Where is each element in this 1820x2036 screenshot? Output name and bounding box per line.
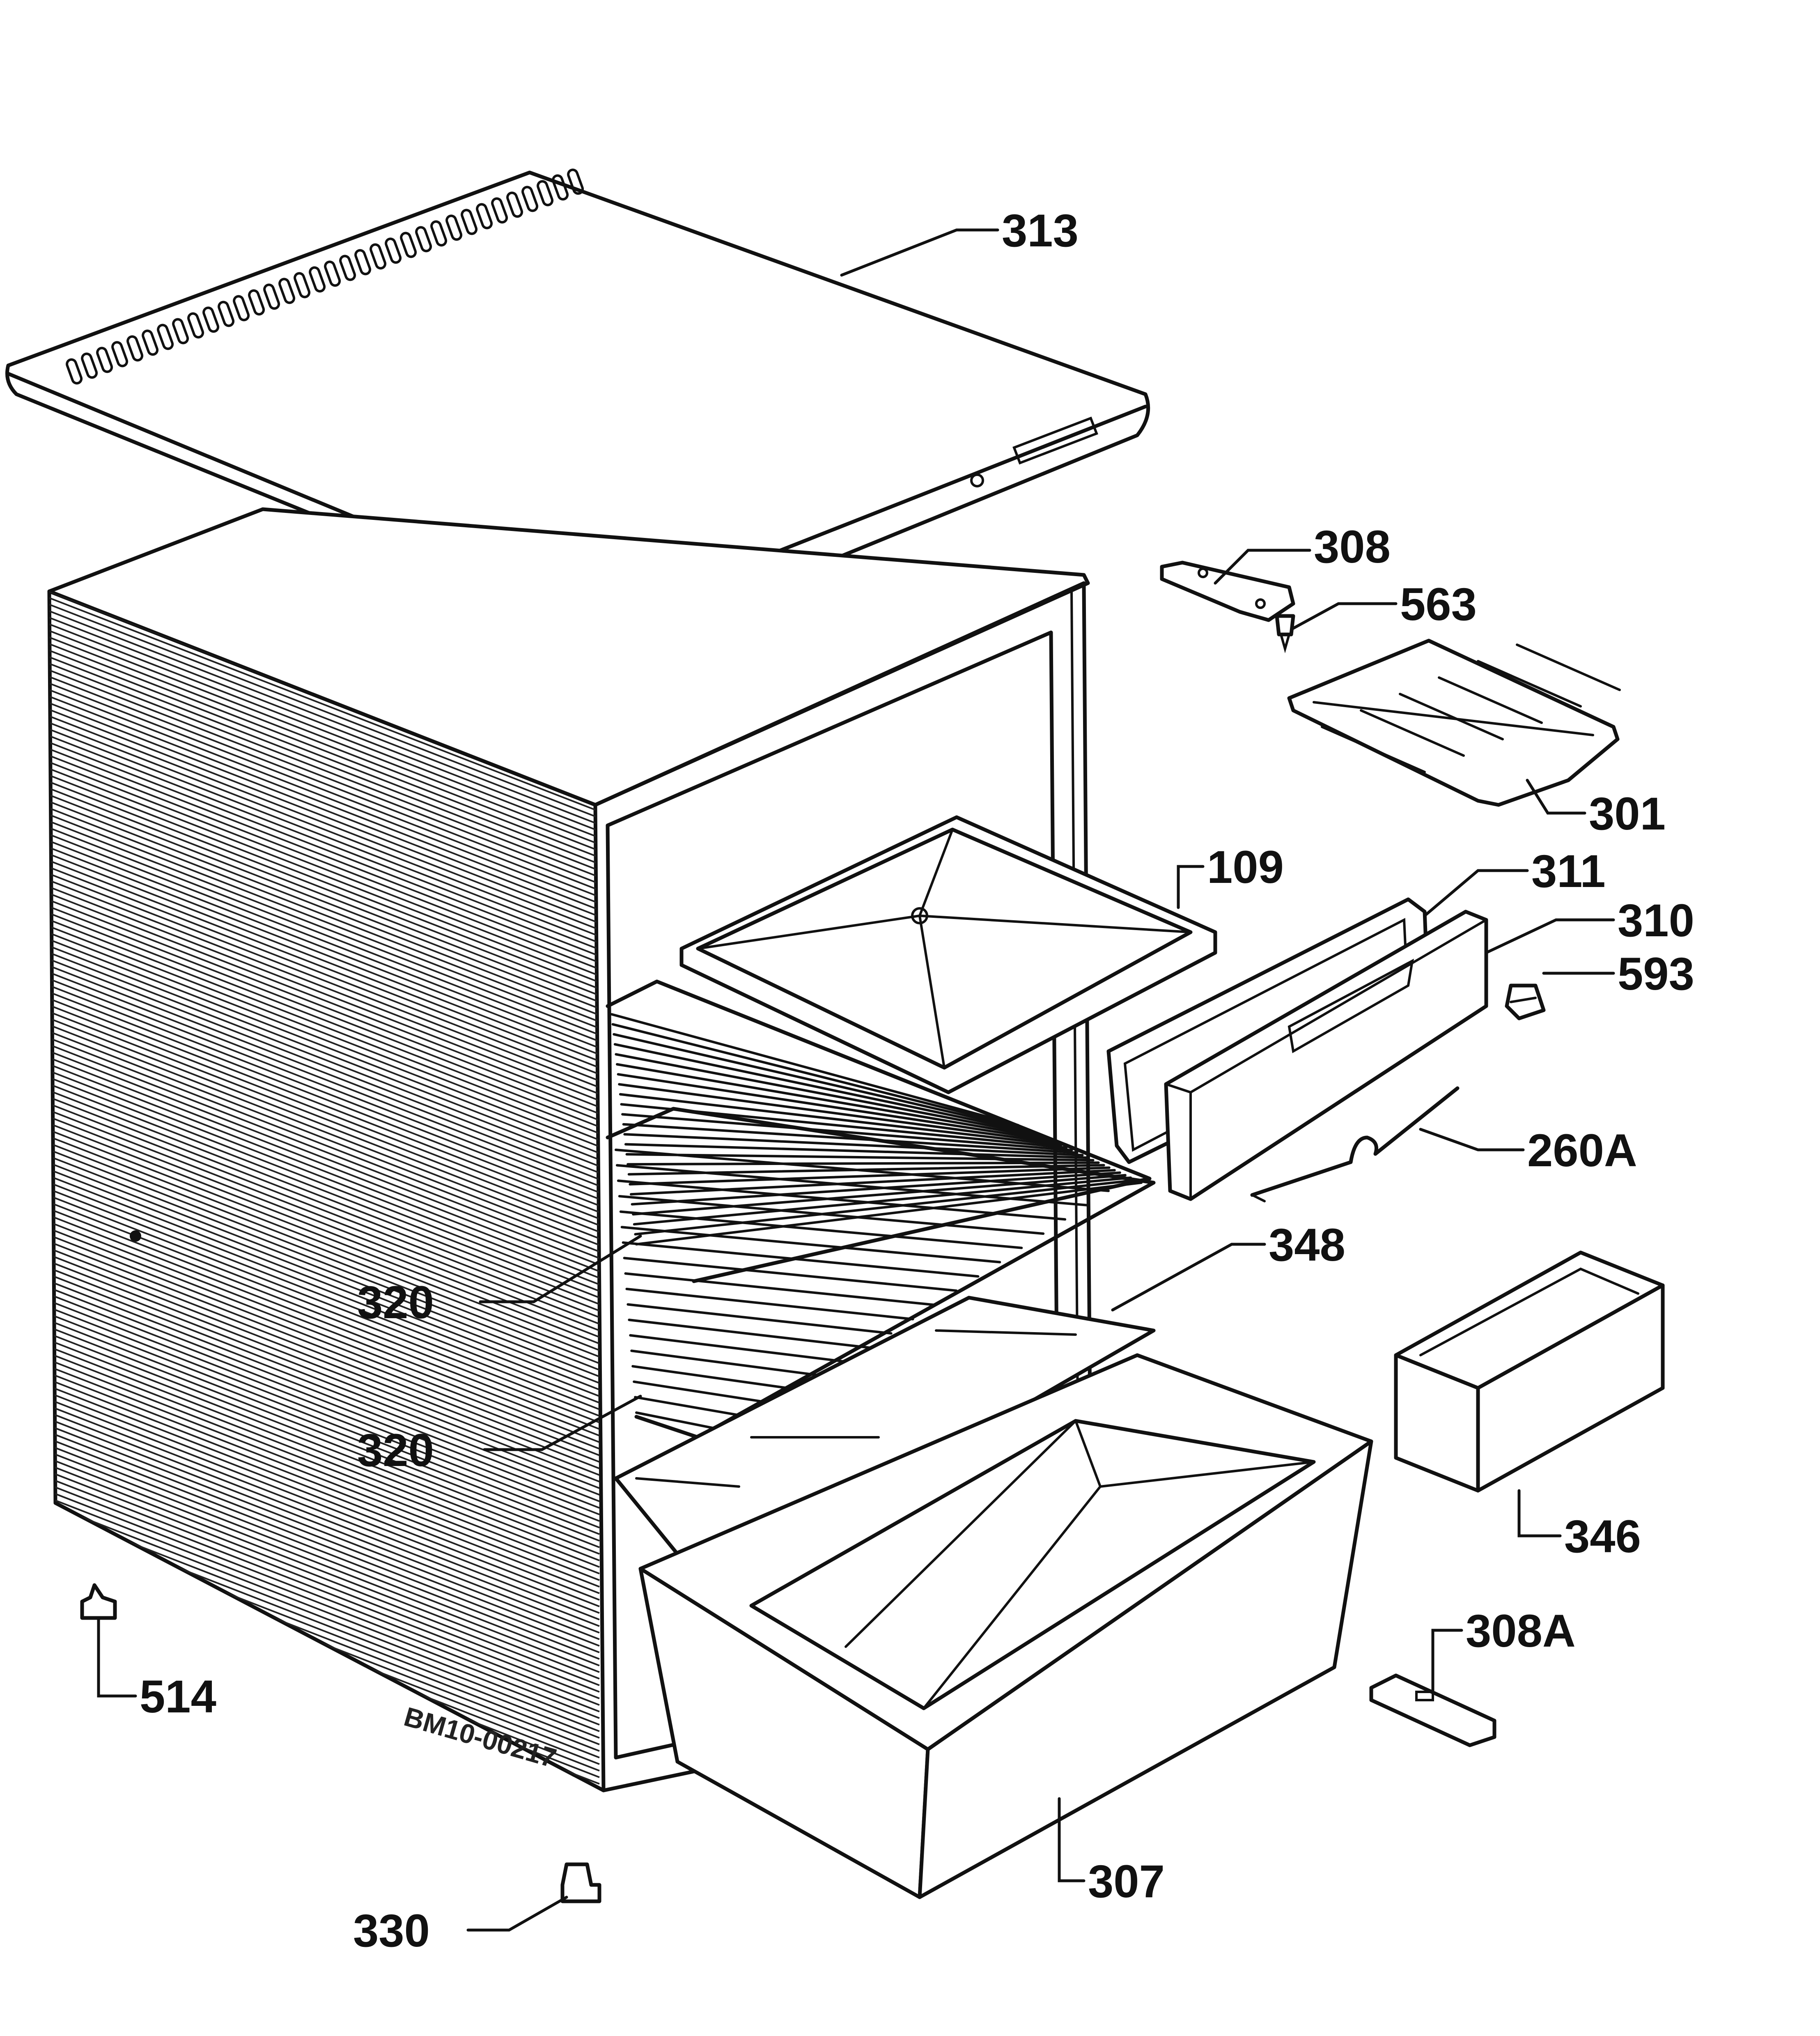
drip-tray-part [679, 815, 1217, 1094]
callout-514: 514 [140, 1671, 216, 1722]
foot-330-part [560, 1862, 601, 1903]
hinge-wire-part [1250, 1086, 1460, 1202]
hinge-308a-part [1369, 1673, 1496, 1747]
callout-308a: 308A [1466, 1605, 1576, 1657]
callout-109: 109 [1207, 841, 1284, 893]
cabinet-body-part [47, 507, 1094, 1792]
callout-320-lower: 320 [357, 1425, 434, 1476]
ice-tray-part [1287, 639, 1621, 807]
wire-shelf-lower-part [606, 1107, 1156, 1439]
callout-308: 308 [1314, 521, 1391, 572]
screw-593-part [1505, 984, 1546, 1020]
freezer-door-part [1164, 910, 1488, 1201]
crisper-drawer-part [638, 1353, 1373, 1899]
callout-307: 307 [1088, 1856, 1165, 1907]
callout-260a: 260A [1527, 1125, 1637, 1176]
callout-labels: 313 308 563 301 109 311 310 593 260A 348… [140, 205, 1694, 1956]
foot-514-part [80, 1583, 117, 1620]
leader-lines [97, 228, 1615, 1932]
screw-563-part [1275, 614, 1295, 653]
callout-346: 346 [1564, 1511, 1641, 1562]
callout-330: 330 [353, 1905, 430, 1956]
callout-313: 313 [1002, 205, 1079, 256]
callout-563: 563 [1400, 579, 1477, 630]
bottle-shelf-part [1394, 1250, 1665, 1493]
callout-311: 311 [1531, 846, 1606, 897]
callout-310: 310 [1618, 895, 1694, 946]
hinge-part [1160, 561, 1295, 622]
callout-348: 348 [1269, 1219, 1345, 1271]
callout-320-upper: 320 [357, 1277, 434, 1328]
callout-593: 593 [1618, 948, 1694, 1000]
callout-301: 301 [1589, 788, 1666, 839]
